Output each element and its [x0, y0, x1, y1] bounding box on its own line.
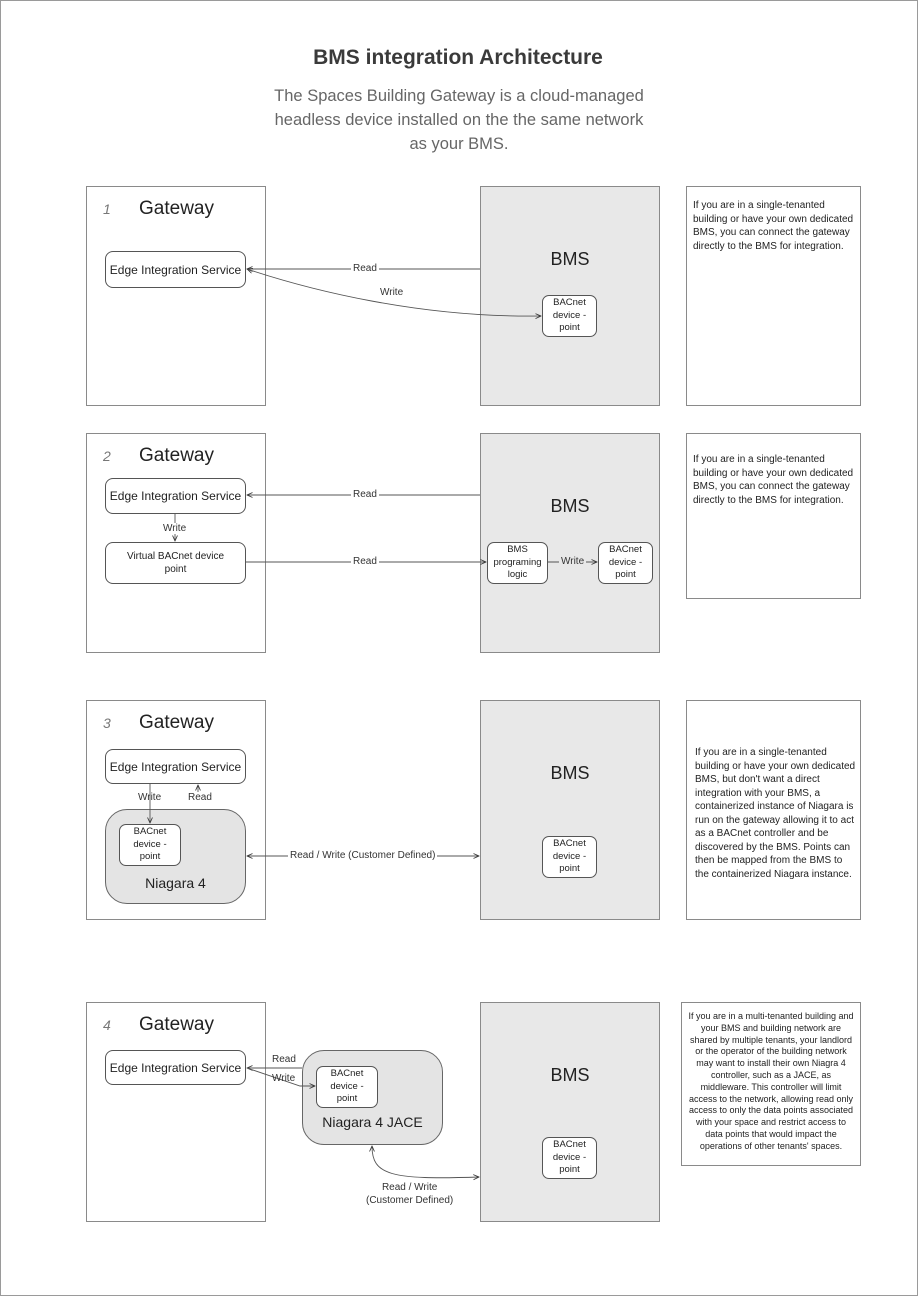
virtual-point-line2: point — [164, 564, 187, 575]
bms-title-1: BMS — [550, 249, 590, 269]
section-number-1: 1 — [103, 201, 111, 217]
s1-write-label: Write — [378, 287, 406, 298]
edge-integration-service-4: Edge Integration Service — [105, 1050, 246, 1085]
bms-title-4: BMS — [550, 1065, 590, 1085]
niagara4-jace-label: Niagara 4 JACE — [322, 1114, 423, 1130]
s4-read-label: Read — [272, 1054, 296, 1065]
logic-line2: programing — [493, 556, 542, 568]
bacnet-line1: BACnet — [553, 1139, 586, 1151]
edge-service-label-1: Edge Integration Service — [109, 262, 242, 277]
section-number-2: 2 — [103, 448, 111, 464]
bacnet-line3: point — [559, 322, 580, 334]
description-text-2: If you are in a single-tenanted building… — [693, 454, 854, 506]
bacnet-line2: device - — [133, 838, 167, 850]
s4-read-write-line1: Read / Write — [381, 1182, 438, 1193]
edge-service-label-2: Edge Integration Service — [109, 489, 242, 503]
bacnet-line2: device - — [608, 556, 643, 568]
edge-service-label-4: Edge Integration Service — [109, 1060, 242, 1075]
s3-read-write-label: Read / Write (Customer Defined) — [288, 850, 438, 861]
bms-box-3: BMS — [480, 700, 660, 920]
page-subtitle: The Spaces Building Gateway is a cloud-m… — [274, 87, 644, 153]
section-number-3: 3 — [103, 715, 111, 731]
virtual-bacnet-point: Virtual BACnet device point — [105, 542, 246, 584]
logic-line1: BMS — [507, 544, 528, 556]
bacnet-line1: BACnet — [553, 297, 586, 309]
edge-integration-service-2: Edge Integration Service — [105, 478, 246, 514]
s2-write-label: Write — [161, 523, 189, 534]
s2-write-label-bms: Write — [559, 556, 587, 567]
bms-title-2: BMS — [550, 496, 590, 516]
description-box-2: If you are in a single-tenanted building… — [686, 433, 861, 599]
s3-read-label: Read — [188, 792, 212, 803]
bacnet-line2: device - — [552, 309, 587, 321]
bms-box-4: BMS — [480, 1002, 660, 1222]
bacnet-line2: device - — [330, 1080, 364, 1092]
s4-write-label: Write — [272, 1073, 296, 1084]
gateway-box-4: 4 Gateway — [86, 1002, 266, 1222]
bacnet-line1: BACnet — [609, 544, 642, 556]
bacnet-line1: BACnet — [133, 826, 167, 838]
bacnet-line3: point — [139, 851, 161, 863]
gateway-box-1: 1 Gateway — [86, 186, 266, 406]
logic-line3: logic — [507, 569, 528, 581]
s3-write-label: Write — [138, 792, 162, 803]
description-box-1: If you are in a single-tenanted building… — [686, 186, 861, 406]
virtual-point-line1: Virtual BACnet device — [126, 551, 225, 562]
bacnet-line1: BACnet — [330, 1068, 364, 1080]
bacnet-line2: device - — [552, 1151, 587, 1163]
edge-service-label-3: Edge Integration Service — [109, 759, 242, 774]
gateway-title-4: Gateway — [139, 1014, 214, 1035]
bacnet-line2: device - — [552, 850, 587, 862]
s4-read-write-label: Read / Write (Customer Defined) — [364, 1181, 455, 1207]
bacnet-line3: point — [559, 1164, 580, 1176]
s1-read-label: Read — [351, 263, 379, 274]
bacnet-line3: point — [615, 569, 636, 581]
gateway-title-3: Gateway — [139, 712, 214, 733]
s2-read-label-bottom: Read — [351, 556, 379, 567]
description-text-4: If you are in a multi-tenanted building … — [688, 1011, 854, 1151]
page-title: BMS integration Architecture — [313, 46, 603, 69]
s4-read-write-line2: (Customer Defined) — [366, 1195, 454, 1206]
s2-read-label-top: Read — [351, 489, 379, 500]
gateway-title-2: Gateway — [139, 445, 214, 466]
bacnet-line1: BACnet — [553, 838, 586, 850]
description-box-4: If you are in a multi-tenanted building … — [681, 1002, 861, 1166]
section-number-4: 4 — [103, 1017, 111, 1033]
niagara4-label: Niagara 4 — [145, 875, 206, 891]
edge-integration-service-1: Edge Integration Service — [105, 251, 246, 288]
description-text-3: If you are in a single-tenanted building… — [695, 747, 856, 880]
description-box-3: If you are in a single-tenanted building… — [686, 700, 861, 920]
gateway-title-1: Gateway — [139, 198, 214, 219]
bacnet-line3: point — [336, 1093, 358, 1105]
bacnet-line3: point — [559, 863, 580, 875]
edge-integration-service-3: Edge Integration Service — [105, 749, 246, 784]
bms-title-3: BMS — [550, 763, 590, 783]
description-text-1: If you are in a single-tenanted building… — [693, 200, 854, 252]
